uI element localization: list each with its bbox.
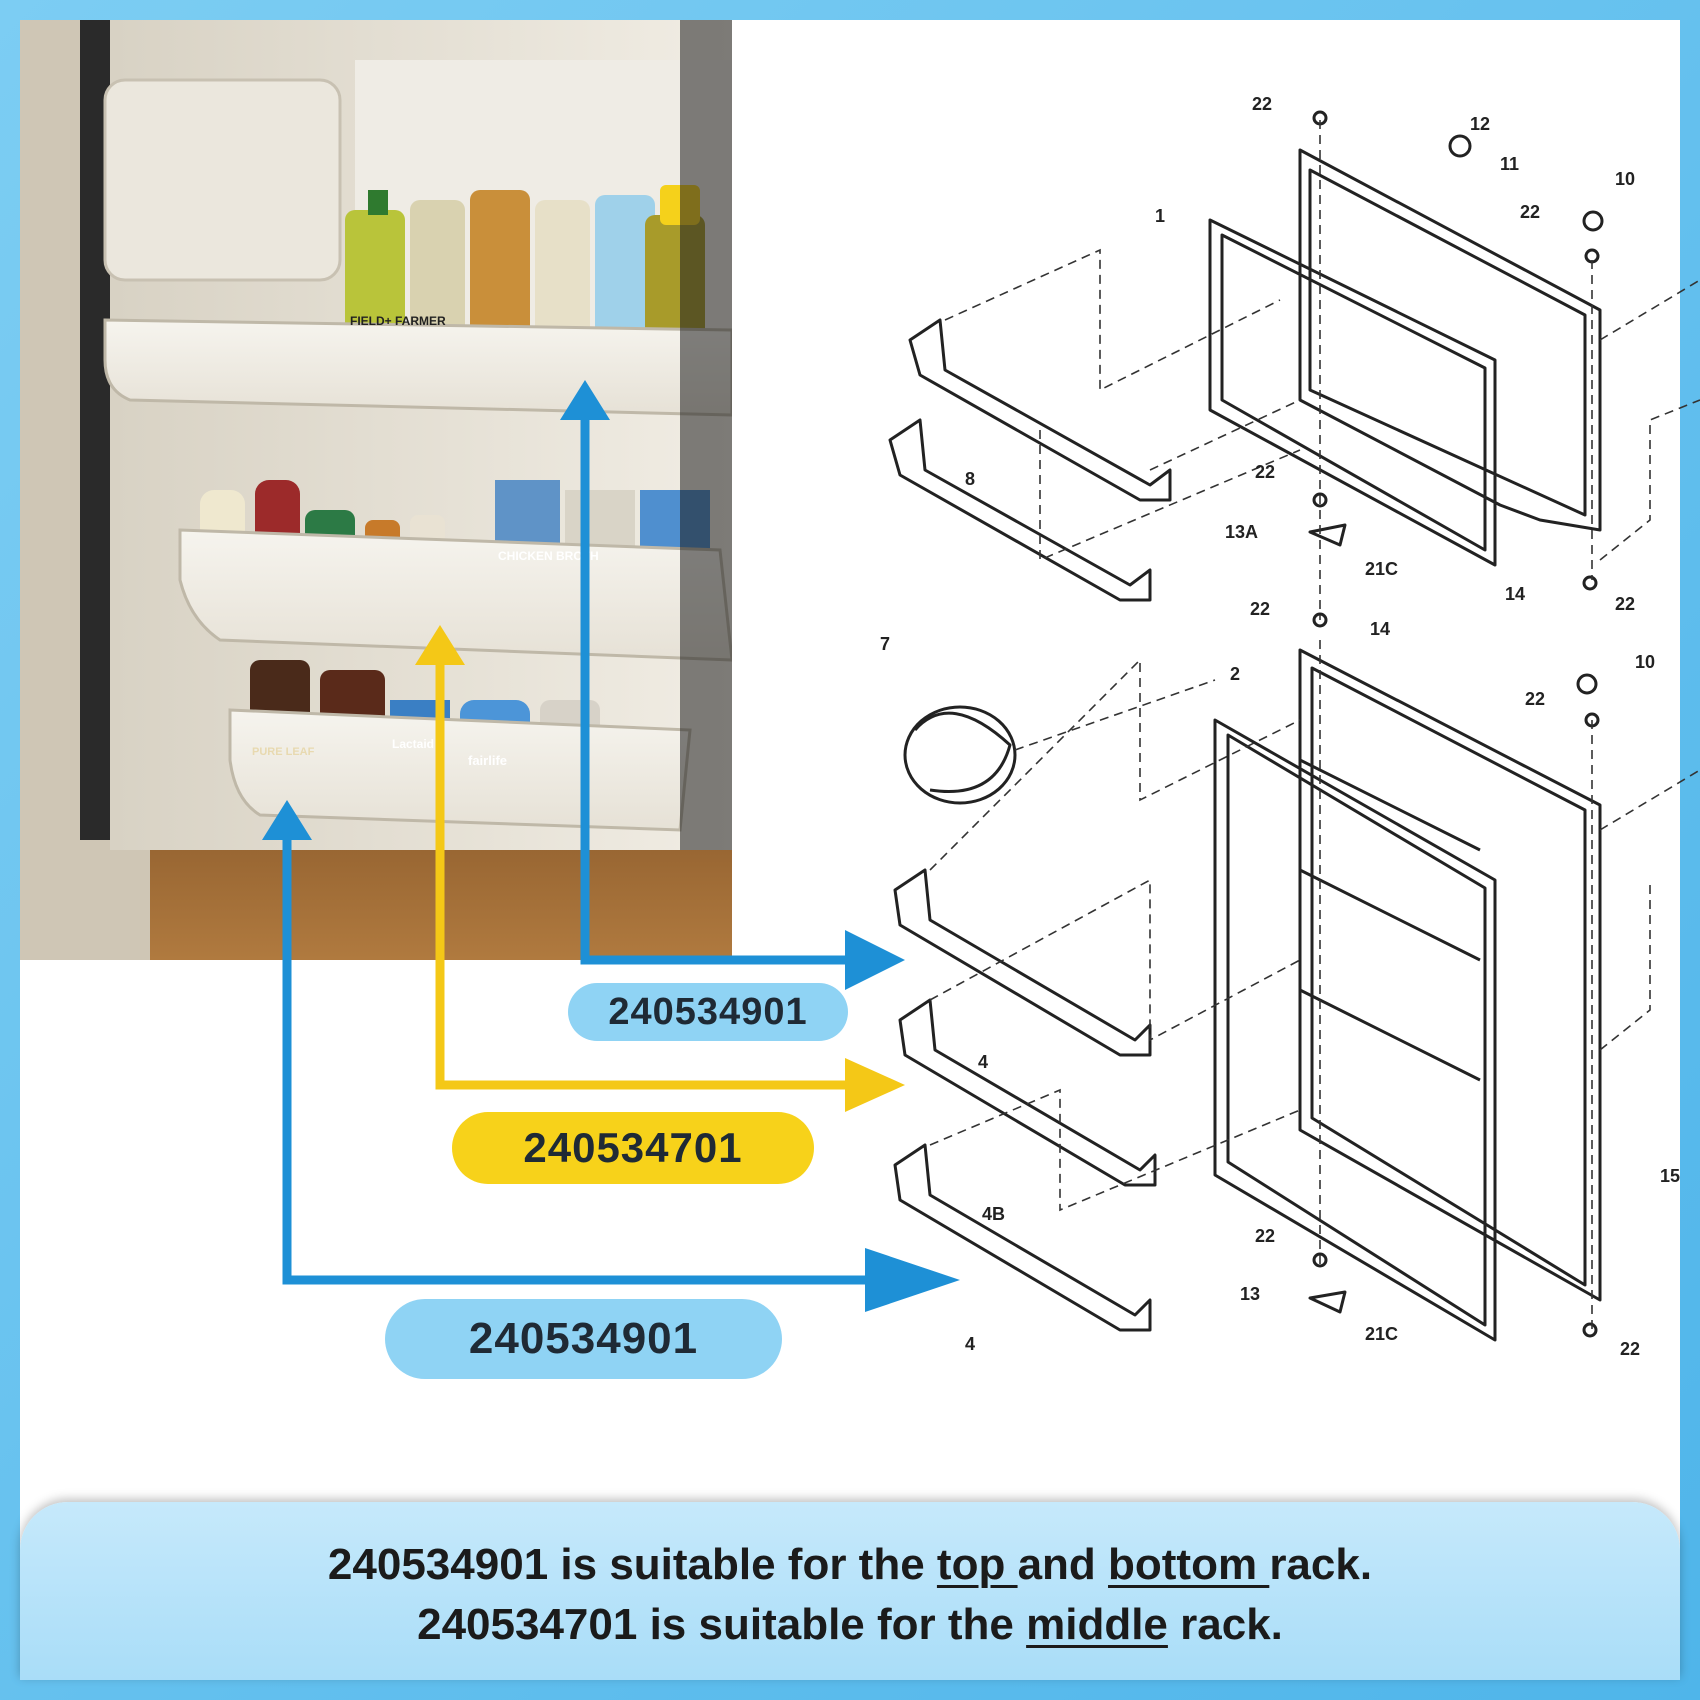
caption-line-1: 240534901 is suitable for the top and bo… bbox=[327, 1540, 1373, 1589]
callout-22-h: 22 bbox=[1620, 1339, 1640, 1359]
caption-part-2: 240534701 bbox=[417, 1600, 638, 1649]
middle-arrow-head-right bbox=[845, 1058, 905, 1112]
top-arrow-head-right bbox=[845, 930, 905, 990]
callout-21c-a: 21C bbox=[1365, 559, 1398, 579]
diagram-dashed-guides bbox=[929, 120, 1700, 1330]
callout-2: 2 bbox=[1230, 664, 1240, 684]
part-number-label-middle: 240534701 bbox=[452, 1112, 814, 1184]
part-number-label-bottom: 240534901 bbox=[385, 1299, 782, 1379]
callout-22-c: 22 bbox=[1255, 462, 1275, 482]
callout-13a: 13A bbox=[1225, 522, 1258, 542]
photo-label-chicken-broth: CHICKEN BROTH bbox=[498, 549, 599, 563]
caption-word-bottom: bottom bbox=[1108, 1540, 1270, 1589]
callout-14-b: 14 bbox=[1370, 619, 1390, 639]
photo-label-lactaid: Lactaid bbox=[392, 737, 434, 751]
bottom-rack-arrow bbox=[282, 810, 900, 1285]
callout-22-a: 22 bbox=[1252, 94, 1272, 114]
callout-7: 7 bbox=[880, 634, 890, 654]
callout-4-b: 4 bbox=[965, 1334, 975, 1354]
top-arrow-head-up bbox=[560, 380, 610, 420]
middle-arrow-head-up bbox=[415, 625, 465, 665]
callout-12: 12 bbox=[1470, 114, 1490, 134]
callout-21c-b: 21C bbox=[1365, 1324, 1398, 1344]
diagram-linework bbox=[888, 110, 1604, 1342]
photo-label-pure-leaf: PURE LEAF bbox=[252, 746, 315, 758]
callout-1: 1 bbox=[1155, 206, 1165, 226]
compatibility-caption: 240534901 is suitable for the top and bo… bbox=[20, 1502, 1680, 1680]
connector-arrows bbox=[282, 395, 900, 1285]
callout-8: 8 bbox=[965, 469, 975, 489]
part-number-label-top: 240534901 bbox=[568, 983, 848, 1041]
caption-part-1: 240534901 bbox=[327, 1540, 549, 1589]
callout-15: 15 bbox=[1660, 1166, 1680, 1186]
caption-line-2: 240534701 is suitable for the middle rac… bbox=[417, 1600, 1283, 1649]
callout-22-e: 22 bbox=[1250, 599, 1270, 619]
callout-14-a: 14 bbox=[1505, 584, 1525, 604]
callout-10-b: 10 bbox=[1635, 652, 1655, 672]
callout-4-a: 4 bbox=[978, 1052, 988, 1072]
photo-label-fairlife: fairlife bbox=[468, 753, 507, 768]
callout-11: 11 bbox=[1500, 154, 1519, 174]
caption-word-middle: middle bbox=[1026, 1600, 1168, 1649]
middle-rack-arrow bbox=[435, 640, 860, 1090]
caption-word-top: top bbox=[936, 1540, 1018, 1589]
arrow-heads bbox=[262, 380, 960, 1312]
fridge-door-photo: FIELD+ FARMER CHICKEN BROTH Lactaid fair… bbox=[20, 20, 732, 960]
top-rack-arrow bbox=[580, 395, 870, 965]
diagram-callout-numbers: 22 12 11 10 22 1 8 22 13A 21C 22 14 14 2… bbox=[880, 94, 1680, 1359]
callout-4b: 4B bbox=[982, 1204, 1005, 1224]
callout-22-g: 22 bbox=[1255, 1226, 1275, 1246]
callout-22-d: 22 bbox=[1615, 594, 1635, 614]
photo-label-field-farmer: FIELD+ FARMER bbox=[350, 314, 446, 328]
callout-10-a: 10 bbox=[1615, 169, 1635, 189]
callout-13: 13 bbox=[1240, 1284, 1260, 1304]
callout-22-b: 22 bbox=[1520, 202, 1540, 222]
bottom-arrow-head-up bbox=[262, 800, 312, 840]
bottom-arrow-head-right bbox=[865, 1248, 960, 1312]
callout-22-f: 22 bbox=[1525, 689, 1545, 709]
